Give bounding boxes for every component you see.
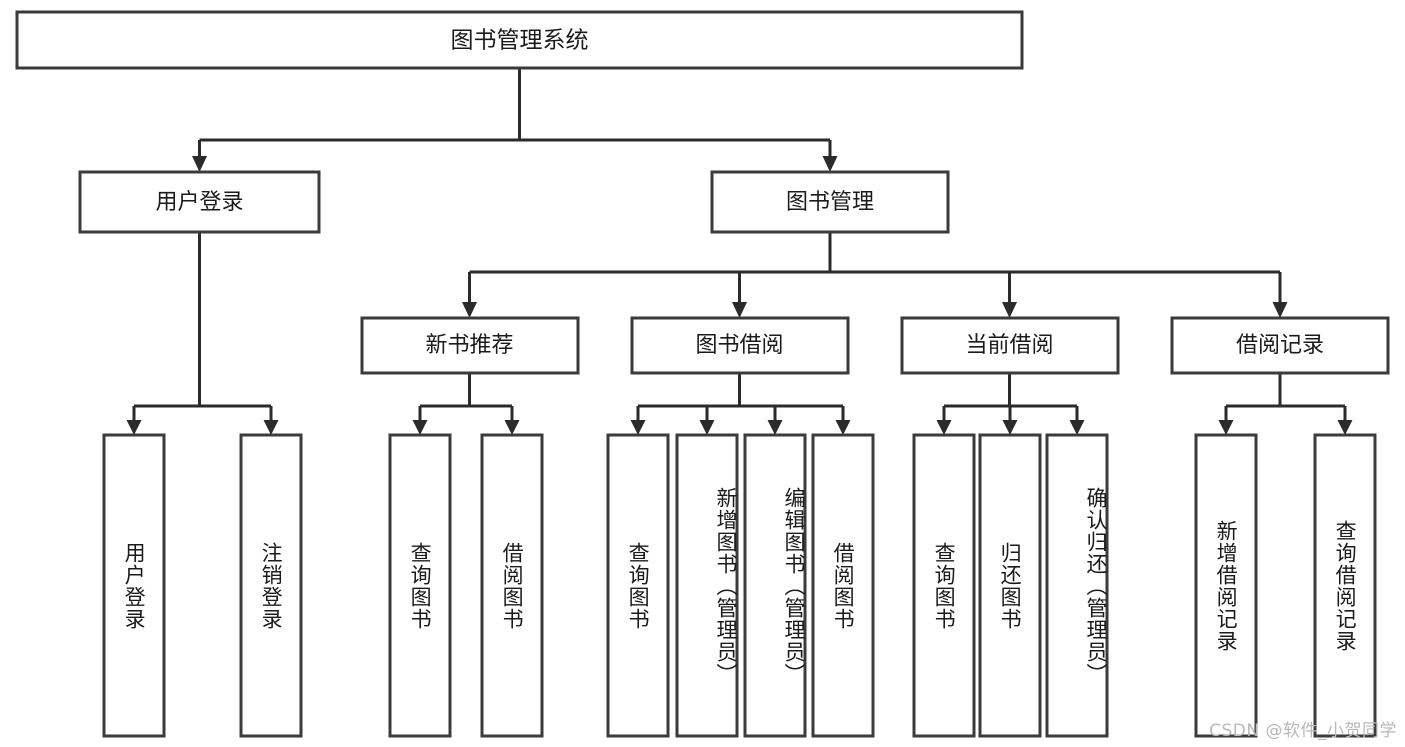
leaf-rect[interactable] (743, 433, 807, 738)
node-new-book-recommend[interactable]: 新书推荐 (360, 316, 580, 375)
connector-group-user-login (126, 232, 279, 435)
leaf-rect[interactable] (388, 433, 452, 738)
leaf-rect-group (102, 433, 1377, 738)
csdn-watermark: CSDN @软件_小贺同学 (1209, 721, 1397, 741)
node-user-login-label: 用户登录 (155, 190, 243, 215)
leaf-rect[interactable] (811, 433, 875, 738)
leaf-rect[interactable] (239, 433, 303, 738)
connector-group-book-manage (462, 232, 1288, 318)
node-user-login[interactable]: 用户登录 (78, 170, 321, 234)
node-root-label: 图书管理系统 (451, 28, 589, 54)
node-current-borrow-label: 当前借阅 (965, 333, 1053, 358)
connector-group-current-borrow (936, 373, 1085, 435)
leaf-rect[interactable] (978, 433, 1042, 738)
leaf-rect[interactable] (1194, 433, 1258, 738)
node-book-manage-label: 图书管理 (786, 190, 874, 215)
connector-group-new-book (412, 373, 520, 435)
leaf-rect[interactable] (1045, 433, 1109, 738)
connector-group-borrow-record (1218, 373, 1353, 435)
node-book-borrow[interactable]: 图书借阅 (630, 316, 850, 375)
connector-group-root (192, 68, 838, 172)
node-book-borrow-label: 图书借阅 (695, 333, 783, 358)
leaf-rect[interactable] (675, 433, 739, 738)
leaf-rect[interactable] (606, 433, 670, 738)
leaf-rect[interactable] (912, 433, 976, 738)
node-book-manage[interactable]: 图书管理 (710, 170, 950, 234)
leaf-rect[interactable] (1313, 433, 1377, 738)
leaf-rect[interactable] (480, 433, 544, 738)
node-current-borrow[interactable]: 当前借阅 (900, 316, 1120, 375)
node-borrow-record[interactable]: 借阅记录 (1170, 316, 1390, 375)
connector-group-book-borrow (630, 373, 851, 435)
node-borrow-record-label: 借阅记录 (1236, 333, 1324, 358)
node-root[interactable]: 图书管理系统 (15, 10, 1024, 70)
leaf-rect[interactable] (102, 433, 166, 738)
node-new-book-recommend-label: 新书推荐 (425, 333, 513, 358)
